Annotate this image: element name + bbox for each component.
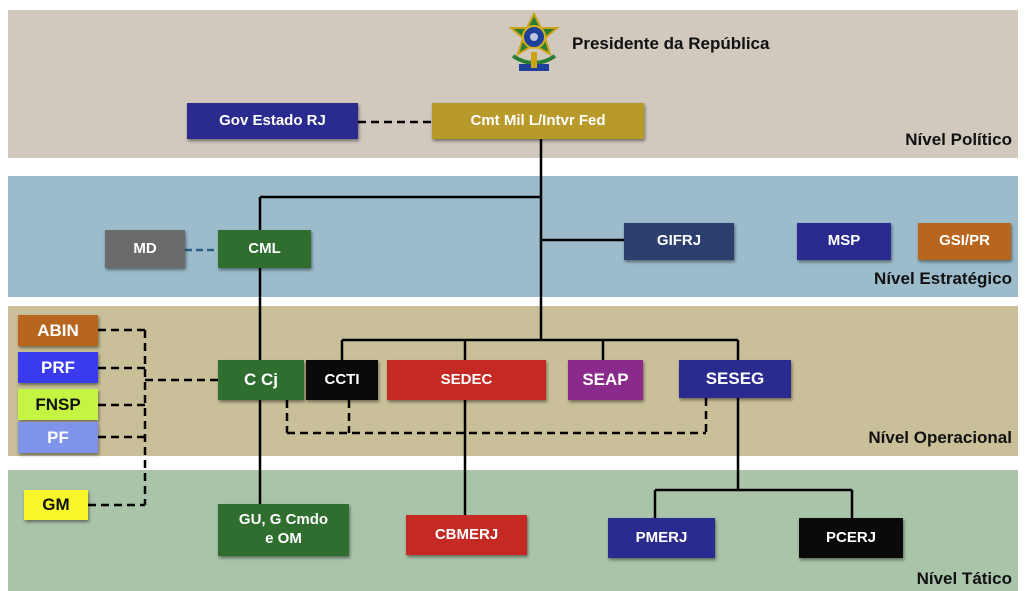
node-pcerj: PCERJ (799, 518, 903, 558)
node-label-line2: e OM (265, 530, 302, 547)
node-label: MSP (827, 232, 861, 250)
node-gov-estado-rj: Gov Estado RJ (187, 103, 358, 139)
node-label: PRF (41, 357, 75, 377)
node-gu-g-cmdo-om: GU, G Cmdo e OM (218, 504, 349, 556)
node-msp: MSP (797, 223, 891, 260)
node-pf: PF (18, 422, 98, 453)
node-gm: GM (24, 490, 88, 520)
node-label-line1: GU, G Cmdo (238, 511, 329, 529)
node-label: FNSP (35, 394, 81, 414)
node-label: PCERJ (825, 528, 877, 546)
node-pmerj: PMERJ (608, 518, 715, 558)
level-label-estrategico: Nível Estratégico (874, 269, 1012, 288)
node-cmt-mil: Cmt Mil L/Intvr Fed (432, 103, 644, 139)
node-cml: CML (218, 230, 311, 268)
node-c-cj: C Cj (218, 360, 304, 400)
node-seap: SEAP (568, 360, 643, 400)
node-cbmerj: CBMERJ (406, 515, 527, 555)
node-label: Cmt Mil L/Intvr Fed (470, 111, 606, 129)
node-label: CCTI (324, 370, 360, 388)
node-prf: PRF (18, 352, 98, 383)
node-sedec: SEDEC (387, 360, 546, 400)
node-label: PF (47, 427, 69, 447)
node-md: MD (105, 230, 185, 268)
node-label: MD (133, 239, 157, 257)
node-label: CBMERJ (434, 525, 499, 543)
node-label: GIFRJ (656, 232, 702, 250)
node-label: ABIN (37, 320, 79, 340)
node-label: GSI/PR (939, 232, 990, 250)
node-ccti: CCTI (306, 360, 378, 400)
node-label: SEAP (582, 370, 629, 390)
node-gsi-pr: GSI/PR (918, 223, 1011, 260)
node-label: Gov Estado RJ (219, 111, 326, 129)
brazil-coat-of-arms-icon (505, 11, 563, 78)
node-label: SESEG (705, 369, 765, 389)
node-label: C Cj (244, 370, 278, 390)
node-seseg: SESEG (679, 360, 791, 398)
page-title: Presidente da República (572, 34, 770, 53)
level-label-politico: Nível Político (905, 130, 1012, 149)
node-gifrj: GIFRJ (624, 223, 734, 260)
level-label-tatico: Nível Tático (916, 569, 1012, 588)
node-label: SEDEC (440, 370, 493, 388)
node-label: CML (248, 239, 281, 257)
node-label: PMERJ (635, 528, 688, 546)
node-fnsp: FNSP (18, 389, 98, 420)
node-label: GM (42, 495, 70, 515)
level-label-operacional: Nível Operacional (868, 428, 1012, 447)
node-abin: ABIN (18, 315, 98, 346)
